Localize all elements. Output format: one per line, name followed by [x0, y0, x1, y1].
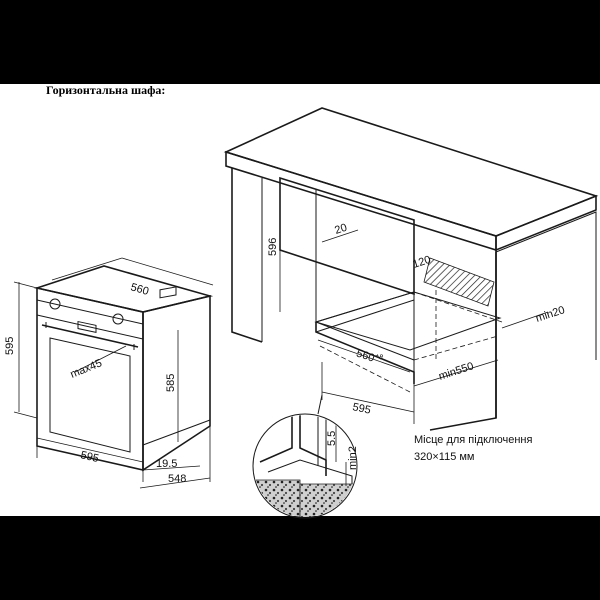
oven-drawing: 560 595 max45 585 595 19.5 548 — [4, 257, 214, 489]
detail-zoom: 5.5 min2 — [252, 394, 359, 519]
dim-gap: 19.5 — [156, 458, 177, 470]
worktop-front — [225, 150, 497, 252]
dim-niche-width: 560 — [355, 347, 376, 364]
dim-oven-depth: 548 — [168, 473, 186, 485]
worktop-top — [223, 107, 599, 237]
side-vent — [159, 286, 177, 299]
dim-oven-inner-height: 585 — [165, 374, 177, 392]
display-panel — [77, 320, 97, 334]
cabinet-drawing: 596 20 120 min20 560+8 min550 595 — [223, 107, 599, 519]
dim-front-width: 595 — [351, 401, 371, 417]
dim-max-angle: max45 — [69, 357, 104, 380]
dim-back-cut: 120 — [411, 254, 432, 271]
dim-oven-width-top: 560 — [129, 281, 150, 298]
dim-detail-gap: min2 — [347, 446, 359, 470]
dim-oven-width-bottom: 595 — [79, 449, 100, 465]
dim-oven-height: 595 — [4, 337, 16, 355]
dim-detail-offset: 5.5 — [326, 431, 338, 446]
left-knob-icon — [49, 298, 61, 310]
dim-niche-depth: min550 — [437, 360, 475, 383]
oven-top — [34, 265, 214, 313]
dim-inset: 20 — [333, 222, 348, 237]
dim-niche-width-tolerance: +8 — [374, 352, 384, 361]
oven-front — [36, 286, 144, 472]
worktop-side — [495, 194, 597, 252]
connection-note: Місце для підключення 320×115 мм — [414, 432, 532, 466]
right-knob-icon — [112, 313, 124, 325]
dim-cabinet-height: 596 — [267, 238, 279, 256]
page-title: Горизонтальна шафа: — [46, 83, 166, 97]
connection-cutout — [423, 257, 495, 307]
connection-note-line2: 320×115 мм — [414, 451, 475, 463]
connection-note-line1: Місце для підключення — [414, 434, 533, 446]
dim-side-gap: min20 — [534, 304, 566, 325]
oven-window — [49, 337, 131, 453]
dim-niche-width-group: 560+8 — [355, 346, 384, 367]
cabinet-opening — [279, 176, 415, 296]
oven-handle — [41, 324, 139, 348]
